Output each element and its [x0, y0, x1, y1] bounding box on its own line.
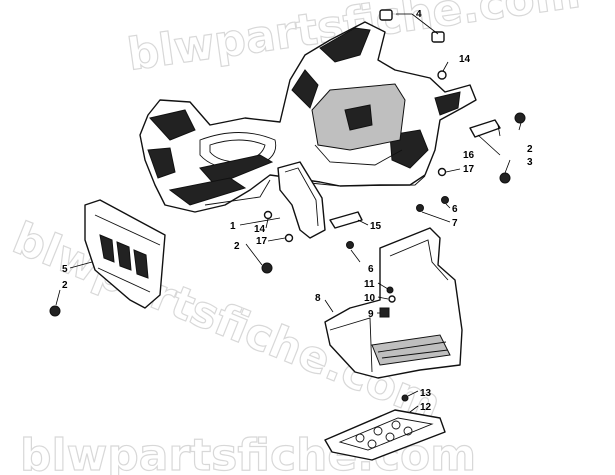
screw-11[interactable]	[386, 286, 394, 294]
callout-1[interactable]: 1	[230, 221, 236, 232]
bolt-2-left[interactable]	[49, 305, 61, 317]
bracket-16[interactable]	[469, 119, 501, 138]
screw-13[interactable]	[401, 394, 409, 402]
callout-2-left[interactable]: 2	[62, 280, 68, 291]
callout-11[interactable]: 11	[364, 279, 375, 290]
callout-6-lower[interactable]: 6	[368, 264, 374, 275]
leader-lines	[55, 13, 522, 413]
washer-14-top[interactable]	[437, 70, 447, 80]
main-body-part[interactable]	[139, 21, 477, 213]
callout-15[interactable]: 15	[370, 221, 382, 232]
screw-6-lower[interactable]	[346, 241, 354, 249]
lower-fender-flap[interactable]	[277, 161, 326, 239]
bolt-2-right[interactable]	[514, 112, 526, 124]
bolt-3[interactable]	[499, 172, 511, 184]
washer-10[interactable]	[388, 295, 396, 303]
callout-5[interactable]: 5	[62, 264, 68, 275]
callout-13[interactable]: 13	[420, 388, 432, 399]
bracket-15[interactable]	[329, 211, 363, 229]
callout-17-middle[interactable]: 17	[256, 236, 268, 247]
grommet-bottom[interactable]	[431, 31, 445, 43]
callout-4[interactable]: 4	[416, 9, 422, 20]
callout-6-right[interactable]: 6	[452, 204, 458, 215]
washer-17-right[interactable]	[437, 167, 447, 177]
callout-14-top[interactable]: 14	[459, 54, 471, 65]
callout-16[interactable]: 16	[463, 150, 475, 161]
callout-2-right[interactable]: 2	[527, 144, 533, 155]
callout-9[interactable]: 9	[368, 309, 374, 320]
nut-9[interactable]	[379, 307, 390, 318]
grommet-top[interactable]	[379, 9, 393, 21]
washer-17-middle[interactable]	[284, 233, 294, 243]
left-footwell-part[interactable]	[84, 199, 166, 309]
callout-3[interactable]: 3	[527, 157, 533, 168]
washer-14-middle[interactable]	[263, 210, 273, 220]
screw-6-right[interactable]	[441, 196, 449, 204]
hardware-parts	[49, 9, 526, 402]
callout-7[interactable]: 7	[452, 218, 458, 229]
screw-7[interactable]	[416, 204, 424, 212]
callout-2-middle[interactable]: 2	[234, 241, 240, 252]
floor-plate-part[interactable]	[324, 409, 446, 461]
callout-10[interactable]: 10	[364, 293, 376, 304]
bolt-2-middle[interactable]	[261, 262, 273, 274]
callout-12[interactable]: 12	[420, 402, 432, 413]
right-footwell-part[interactable]	[324, 227, 463, 379]
callout-14-middle[interactable]: 14	[254, 224, 266, 235]
callout-labels: 4 14 2 3 16 17 6 7 1 14 2 17 15 6 5 2 8 …	[62, 9, 533, 413]
callout-8[interactable]: 8	[315, 293, 321, 304]
callout-17-right[interactable]: 17	[463, 164, 475, 175]
